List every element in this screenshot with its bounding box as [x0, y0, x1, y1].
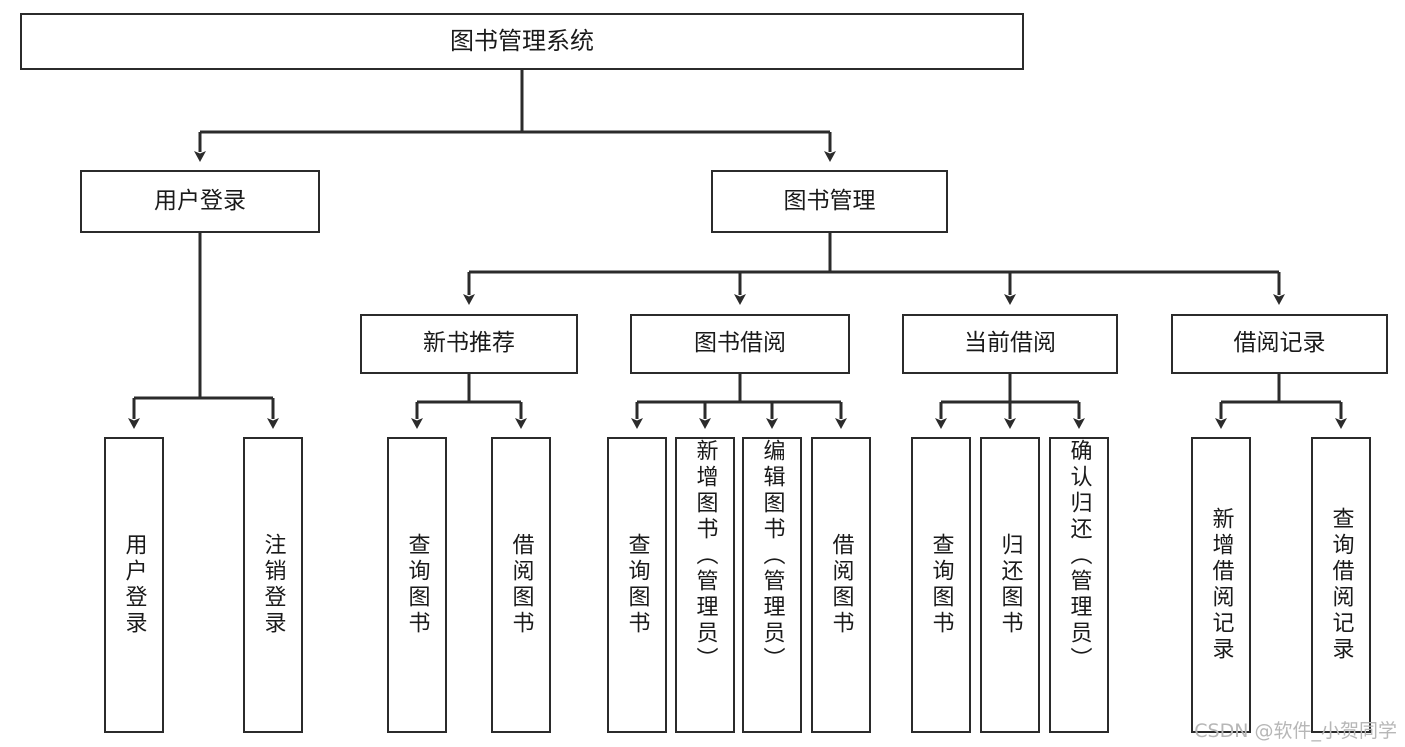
node-borrow-record[interactable]: 借阅记录 [1171, 314, 1388, 374]
leaf-borrow-query-book[interactable]: 查询图书 [607, 437, 667, 733]
node-book-management[interactable]: 图书管理 [711, 170, 948, 233]
leaf-user-login-login[interactable]: 用户登录 [104, 437, 164, 733]
leaf-recommend-borrow-book[interactable]: 借阅图书 [491, 437, 551, 733]
node-label: 查询图书 [928, 533, 954, 637]
leaf-current-return-book[interactable]: 归还图书 [980, 437, 1040, 733]
node-root-system[interactable]: 图书管理系统 [20, 13, 1024, 70]
node-user-login[interactable]: 用户登录 [80, 170, 320, 233]
leaf-borrow-add-book-admin[interactable]: 新增图书（管理员） [675, 437, 735, 733]
node-current-borrow[interactable]: 当前借阅 [902, 314, 1118, 374]
node-label: 确认归还（管理员） [1066, 439, 1092, 673]
leaf-recommend-query-book[interactable]: 查询图书 [387, 437, 447, 733]
node-label: 借阅图书 [828, 533, 854, 637]
leaf-record-add-record[interactable]: 新增借阅记录 [1191, 437, 1251, 733]
node-label: 用户登录 [154, 187, 246, 214]
leaf-borrow-borrow-book[interactable]: 借阅图书 [811, 437, 871, 733]
node-label: 新增图书（管理员） [692, 439, 718, 673]
node-new-book-recommend[interactable]: 新书推荐 [360, 314, 578, 374]
node-label: 借阅记录 [1233, 330, 1326, 357]
node-label: 新书推荐 [423, 330, 515, 357]
node-label: 图书借阅 [694, 330, 786, 357]
node-label: 查询图书 [404, 533, 430, 637]
node-label: 查询图书 [624, 533, 650, 637]
node-label: 注销登录 [260, 533, 286, 637]
node-label: 图书管理 [783, 187, 876, 214]
leaf-user-login-logout[interactable]: 注销登录 [243, 437, 303, 733]
node-label: 当前借阅 [964, 330, 1056, 357]
node-label: 借阅图书 [508, 533, 534, 637]
node-label: 归还图书 [997, 533, 1023, 637]
node-label: 图书管理系统 [450, 27, 594, 56]
node-book-borrow[interactable]: 图书借阅 [630, 314, 850, 374]
leaf-current-query-book[interactable]: 查询图书 [911, 437, 971, 733]
node-label: 用户登录 [121, 533, 147, 637]
node-label: 查询借阅记录 [1328, 507, 1354, 663]
leaf-current-confirm-return-admin[interactable]: 确认归还（管理员） [1049, 437, 1109, 733]
node-label: 编辑图书（管理员） [759, 439, 785, 673]
node-label: 新增借阅记录 [1208, 507, 1234, 663]
leaf-record-query-record[interactable]: 查询借阅记录 [1311, 437, 1371, 733]
leaf-borrow-edit-book-admin[interactable]: 编辑图书（管理员） [742, 437, 802, 733]
